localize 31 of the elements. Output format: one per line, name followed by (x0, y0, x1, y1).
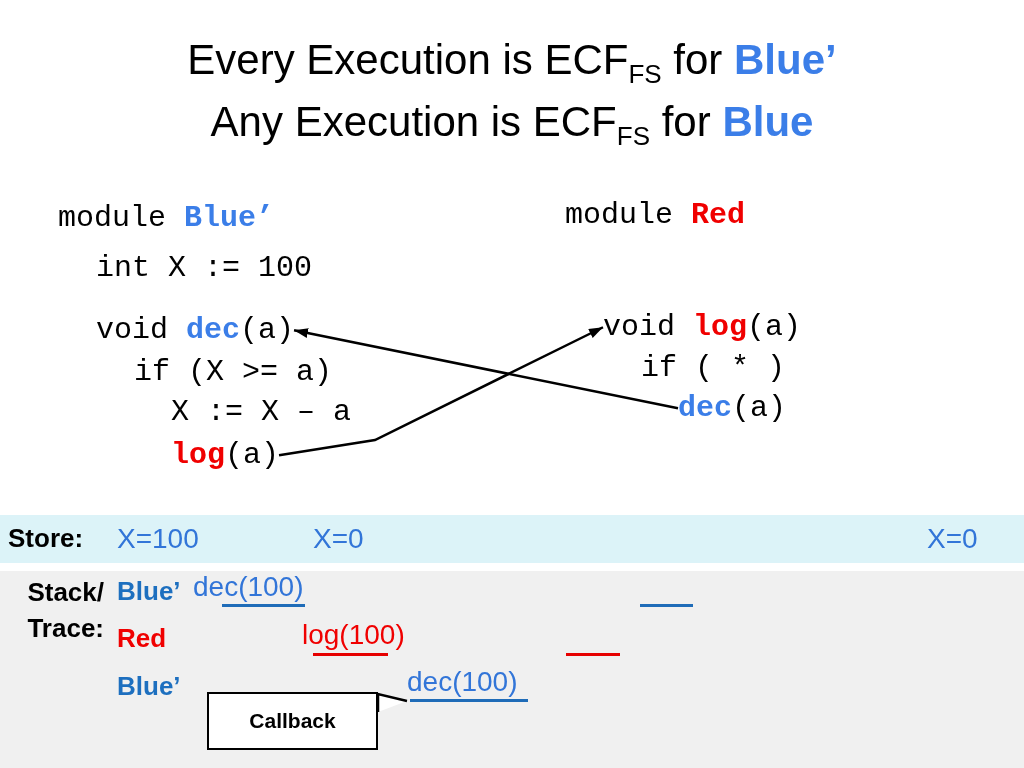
callout-pointer (376, 692, 409, 714)
code-line: int X := 100 (96, 251, 313, 286)
code-line: dec(a) (678, 391, 787, 426)
store-panel (0, 515, 1024, 563)
row-label: Stack/ Trace: (26, 576, 104, 645)
store-value: X=0 (313, 523, 364, 556)
code-line: X := X – a (171, 395, 352, 430)
store-value: X=0 (927, 523, 978, 556)
callout-box: Callback (207, 692, 378, 750)
arrow (278, 326, 604, 457)
code-line: module Blue’ (58, 201, 275, 236)
stack-bar (566, 653, 620, 656)
call-bar: dec(100) (407, 666, 531, 703)
code-line: if ( * ) (641, 351, 786, 386)
row-label: Blue’ (117, 672, 181, 702)
code-line: if (X >= a) (134, 355, 333, 390)
call-bar: dec(100) (193, 571, 317, 608)
row-label: Store: (8, 524, 84, 554)
call-bar: log(100) (302, 619, 418, 656)
slide-title: Any Execution is ECF$_{FS}$ for Blue (210, 98, 814, 153)
slide-title: Every Execution is ECF$_{FS}$ for Blue’ (187, 36, 837, 91)
code-line: log(a) (171, 438, 280, 473)
code-line: module Red (565, 198, 746, 233)
code-line: void log(a) (603, 310, 802, 345)
trace-panel (0, 571, 1024, 768)
arrow (293, 328, 679, 410)
row-label: Blue’ (117, 577, 181, 607)
row-label: Red (117, 624, 167, 654)
stack-bar (640, 604, 693, 607)
code-line: void dec(a) (96, 313, 295, 348)
store-value: X=100 (117, 523, 199, 556)
